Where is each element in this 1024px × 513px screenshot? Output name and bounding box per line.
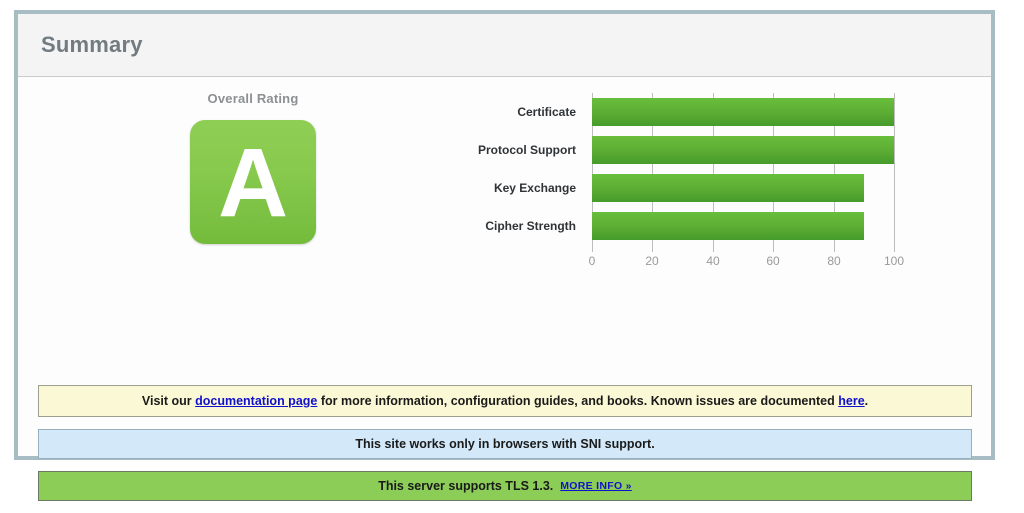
tls-notice: This server supports TLS 1.3. MORE INFO … [38, 471, 972, 501]
bar-row-protocol-support [592, 131, 894, 169]
axis-tick-60 [773, 245, 774, 252]
documentation-page-link[interactable]: documentation page [195, 394, 318, 408]
panel-body: Overall Rating A Certificate Protocol Su… [18, 77, 991, 501]
summary-panel: Summary Overall Rating A Certificate Pro… [14, 10, 995, 501]
grade-letter: A [217, 127, 289, 237]
bar-label-protocol-support: Protocol Support [478, 143, 576, 157]
grade-badge: A [190, 120, 316, 244]
tls-more-info-link[interactable]: MORE INFO » [560, 480, 632, 492]
overall-rating-label: Overall Rating [207, 91, 299, 106]
sni-notice: This site works only in browsers with SN… [38, 429, 972, 459]
axis-tick-label-0: 0 [588, 254, 596, 268]
bar-row-key-exchange [592, 169, 894, 207]
bar-label-certificate: Certificate [517, 105, 576, 119]
axis-tick-label-20: 20 [645, 254, 659, 268]
axis-tick-label-100: 100 [883, 254, 905, 268]
page-title: Summary [41, 32, 143, 57]
tls-notice-text: This server supports TLS 1.3. [378, 479, 554, 493]
panel-header: Summary [18, 14, 991, 77]
axis-tick-label-80: 80 [827, 254, 841, 268]
documentation-notice-text: Visit our documentation page for more in… [142, 394, 868, 408]
axis-tick-label-60: 60 [766, 254, 780, 268]
axis-tick-20 [652, 245, 653, 252]
overall-rating-block: Overall Rating A [176, 91, 330, 244]
axis-tick-label-40: 40 [706, 254, 720, 268]
sni-notice-text: This site works only in browsers with SN… [355, 437, 655, 451]
axis-tick-80 [834, 245, 835, 252]
axis-tick-0 [592, 245, 593, 252]
bar-row-cipher-strength [592, 207, 894, 245]
bar-label-key-exchange: Key Exchange [493, 181, 576, 195]
bar-cipher-strength [592, 212, 864, 240]
bar-certificate [592, 98, 894, 126]
bar-key-exchange [592, 174, 864, 202]
bar-label-cipher-strength: Cipher Strength [485, 219, 576, 233]
ratings-bar-chart: Certificate Protocol Support Key Exchang… [473, 93, 933, 283]
axis-tick-100 [894, 245, 895, 252]
notice-text-after: . [864, 394, 869, 408]
bar-row-certificate [592, 93, 894, 131]
chart-category-labels: Certificate Protocol Support Key Exchang… [473, 93, 586, 245]
gridline-100 [894, 93, 895, 245]
chart-x-axis: 0 20 40 60 80 100 [588, 245, 904, 277]
chart-plot-area [592, 93, 895, 245]
notice-text-middle: for more information, configuration guid… [317, 394, 839, 408]
documentation-notice: Visit our documentation page for more in… [38, 385, 972, 417]
known-issues-here-link[interactable]: here [838, 394, 865, 408]
axis-tick-40 [713, 245, 714, 252]
notice-list: Visit our documentation page for more in… [38, 385, 972, 513]
notice-text-before: Visit our [141, 394, 196, 408]
bar-protocol-support [592, 136, 894, 164]
